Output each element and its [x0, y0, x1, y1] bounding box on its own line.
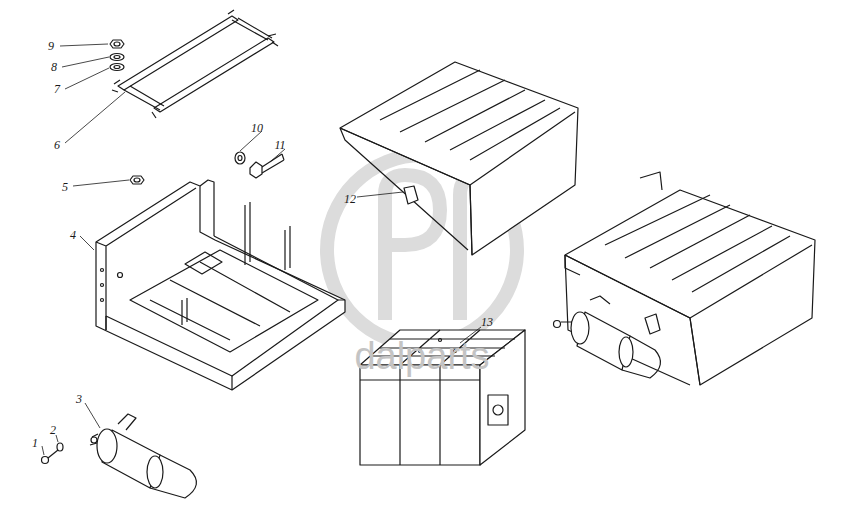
battery-tray	[96, 180, 345, 390]
callout-number: 8	[51, 61, 57, 73]
leader-lines	[42, 44, 481, 455]
assembled-battery-box	[554, 172, 816, 385]
callout-number: 12	[344, 193, 356, 205]
callout-number: 6	[54, 139, 60, 151]
callout-number: 1	[32, 437, 38, 449]
callout-number: 5	[62, 181, 68, 193]
callout-number: 3	[76, 393, 82, 405]
callout-number: 9	[48, 40, 54, 52]
callout-number: 13	[481, 316, 493, 328]
callout-number: 7	[54, 83, 60, 95]
callout-number: 4	[70, 229, 76, 241]
watermark-text: dalparts	[354, 337, 489, 375]
nut-and-washers	[110, 40, 124, 71]
hold-down-frame	[112, 10, 278, 118]
callout-number: 11	[274, 139, 285, 151]
callout-number: 2	[50, 424, 56, 436]
callout-number: 10	[251, 122, 263, 134]
battery-switch	[90, 414, 196, 498]
battery-cover	[340, 62, 578, 255]
screw-and-washer	[42, 443, 64, 464]
nut	[130, 176, 144, 184]
